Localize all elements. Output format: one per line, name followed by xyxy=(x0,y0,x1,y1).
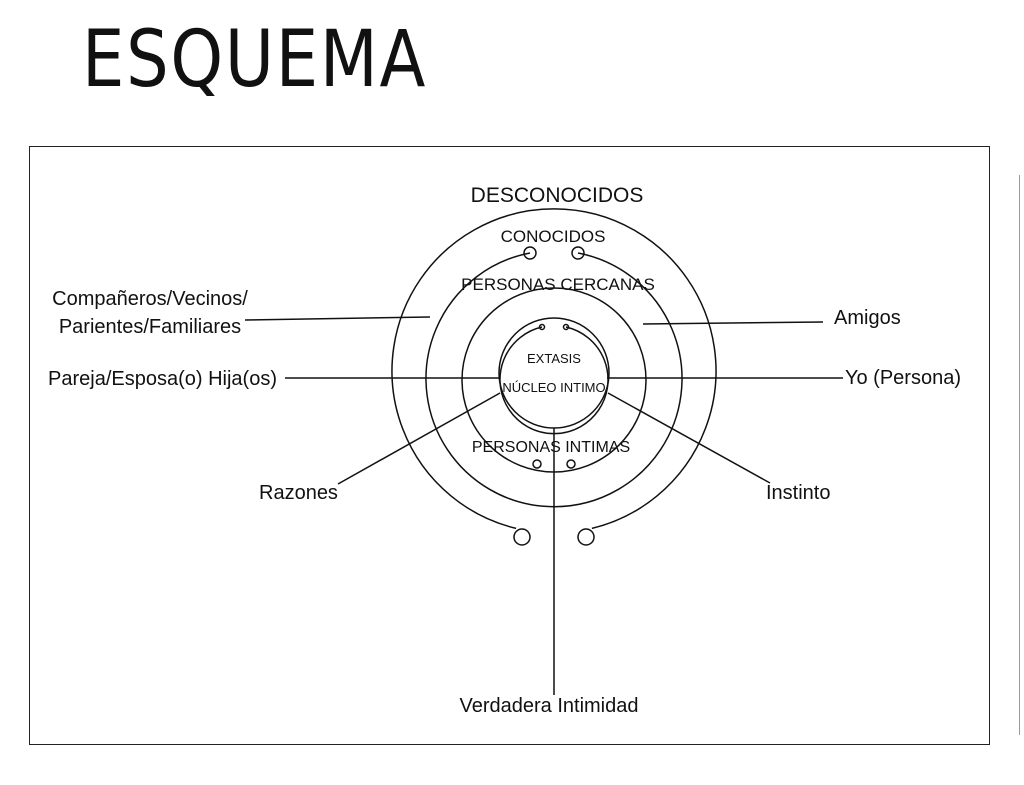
label-companeros-line2: Parientes/Familiares xyxy=(59,316,241,338)
ring-knob xyxy=(532,459,542,469)
ring-knob xyxy=(513,528,531,546)
label-desconocidos: DESCONOCIDOS xyxy=(471,184,644,207)
diagram-frame xyxy=(29,146,990,745)
ring-knob xyxy=(523,246,537,260)
nucleus-circle xyxy=(498,317,610,429)
ring-knob xyxy=(566,459,576,469)
label-yo: Yo (Persona) xyxy=(845,367,961,389)
ring-knob xyxy=(577,528,595,546)
ring-knob xyxy=(571,246,585,260)
label-conocidos: CONOCIDOS xyxy=(501,227,606,246)
label-pareja: Pareja/Esposa(o) Hija(os) xyxy=(48,368,277,390)
label-instinto: Instinto xyxy=(766,482,830,504)
label-verdadera-intimidad: Verdadera Intimidad xyxy=(459,695,638,717)
ring-knob xyxy=(562,323,570,331)
label-personas-cercanas: PERSONAS CERCANAS xyxy=(461,275,655,294)
label-companeros-line1: Compañeros/Vecinos/ xyxy=(52,288,248,310)
label-personas-intimas: PERSONAS INTIMAS xyxy=(472,439,630,456)
connector-razones xyxy=(337,392,501,485)
connector-instinto xyxy=(607,392,771,484)
label-razones: Razones xyxy=(259,482,338,504)
page-title: ESQUEMA xyxy=(82,15,428,105)
connector-amigos xyxy=(642,321,824,325)
ring-knob xyxy=(538,323,546,331)
label-extasis: EXTASIS xyxy=(527,351,581,366)
label-nucleo-intimo: NÚCLEO INTIMO xyxy=(502,380,605,395)
connector-companeros xyxy=(244,316,431,321)
ring-conocidos xyxy=(391,208,717,530)
label-amigos: Amigos xyxy=(834,307,901,329)
page-edge-divider xyxy=(1019,175,1024,735)
